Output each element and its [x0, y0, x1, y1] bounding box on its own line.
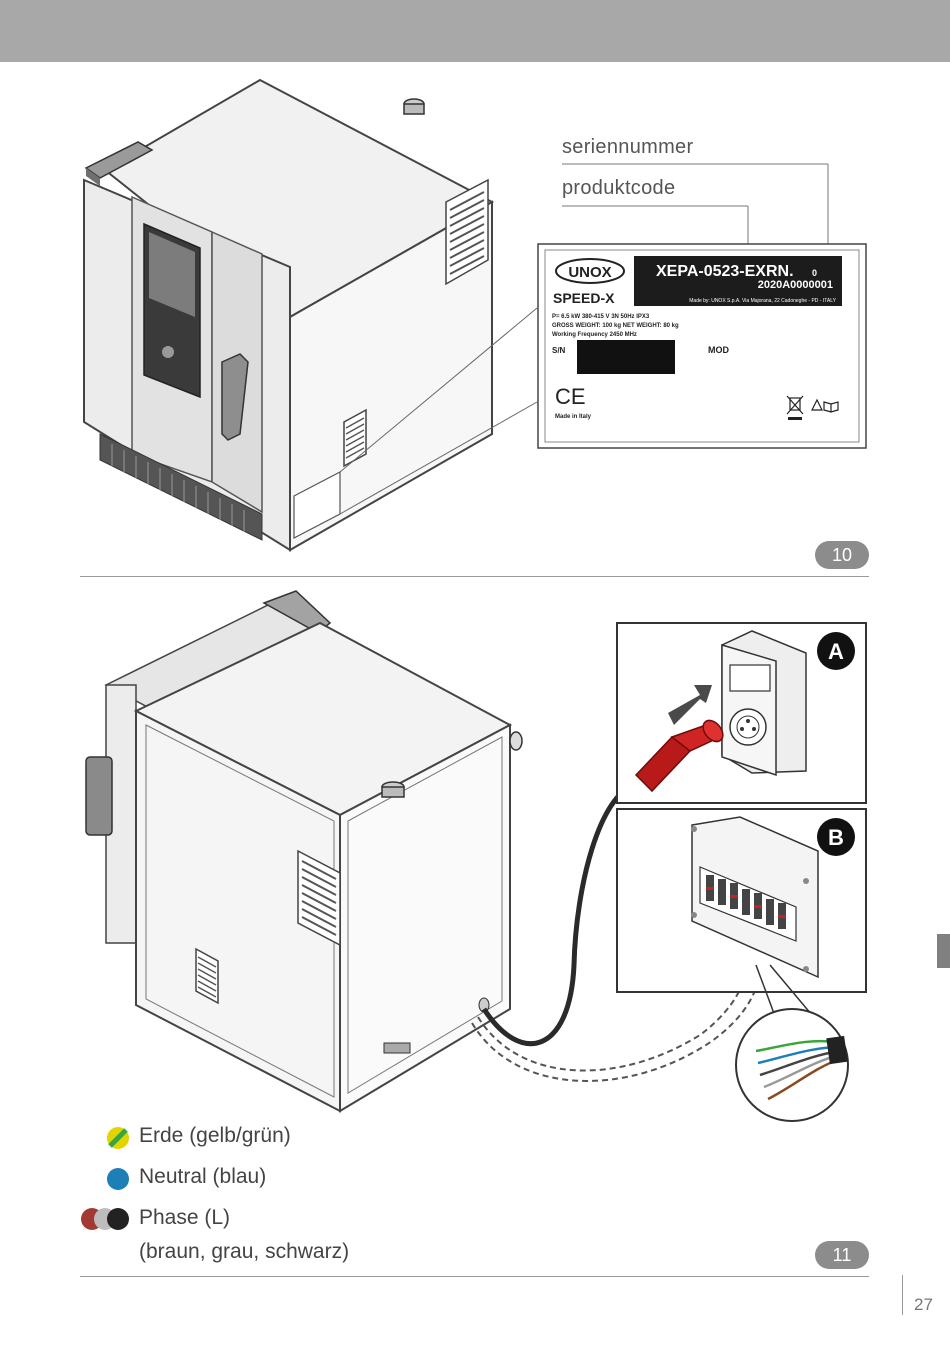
neutral-wire-icon [107, 1168, 129, 1190]
callout-product-code: produktcode [562, 177, 676, 199]
plate-spec-line-2: GROSS WEIGHT: 100 kg NET WEIGHT: 80 kg [552, 323, 679, 329]
plate-model: SPEED-X [553, 290, 615, 306]
plate-made-in: Made in Italy [555, 414, 592, 420]
figure-rating-plate: UNOX SPEED-X XEPA-0523-EXRN. 0 2020A0000… [0, 62, 950, 582]
arrow-icon [668, 685, 712, 725]
unox-logo-icon [555, 258, 625, 284]
plate-spec-line-1: P= 6.5 kW 380-415 V 3N 50Hz IPX3 [552, 314, 650, 320]
legend-phase-colors: (braun, grau, schwarz) [139, 1240, 350, 1263]
panel-b-distribution-board: B [616, 808, 867, 993]
header-bar [0, 0, 950, 62]
chapter-tab [937, 934, 950, 968]
plate-spec-line-3: Working Frequency 2450 MHz [552, 332, 637, 338]
legend-phase: Phase (L) [139, 1206, 231, 1229]
oven-rear-illustration: A B [85, 590, 867, 1122]
panel-a-socket: A [616, 622, 867, 804]
manual-book-icon [823, 401, 839, 413]
plate-product-code-suffix: 0 [812, 268, 817, 278]
legend-neutral: Neutral (blau) [139, 1165, 267, 1188]
legend-earth: Erde (gelb/grün) [139, 1124, 291, 1147]
plate-product-code: XEPA-0523-EXRN. [656, 263, 794, 280]
phase-wire-icon [81, 1208, 129, 1230]
divider-bottom [80, 1276, 869, 1277]
oven-front-illustration: UNOX SPEED-X XEPA-0523-EXRN. 0 2020A0000… [83, 78, 867, 552]
panel-b-label: B [828, 825, 844, 850]
rating-plate: UNOX SPEED-X XEPA-0523-EXRN. 0 2020A0000… [537, 243, 867, 449]
panel-a-label: A [828, 639, 844, 664]
plate-sn-label: S/N [552, 346, 566, 355]
plate-mod-label: MOD [708, 345, 729, 355]
red-plug-icon [634, 719, 724, 793]
ce-mark-icon: CE [555, 384, 586, 409]
plate-sn-field [577, 340, 675, 374]
page-number: 27 [914, 1295, 933, 1314]
divider [80, 576, 869, 577]
warning-triangle-icon [811, 398, 823, 411]
callout-serial-number: seriennummer [562, 136, 694, 158]
plate-serial-number: 2020A0000001 [758, 279, 833, 291]
plate-brand: UNOX [568, 264, 611, 281]
earth-wire-icon [107, 1127, 129, 1149]
page-number-rule [902, 1275, 903, 1315]
figure-badge-10: 10 [815, 541, 869, 569]
figure-badge-11: 11 [815, 1241, 869, 1269]
weee-bin-icon [786, 395, 804, 420]
plate-made-by: Made by: UNOX S.p.A. Via Majorana, 22 Ca… [689, 298, 836, 304]
figure-electrical-connection: A B [0, 585, 950, 1269]
